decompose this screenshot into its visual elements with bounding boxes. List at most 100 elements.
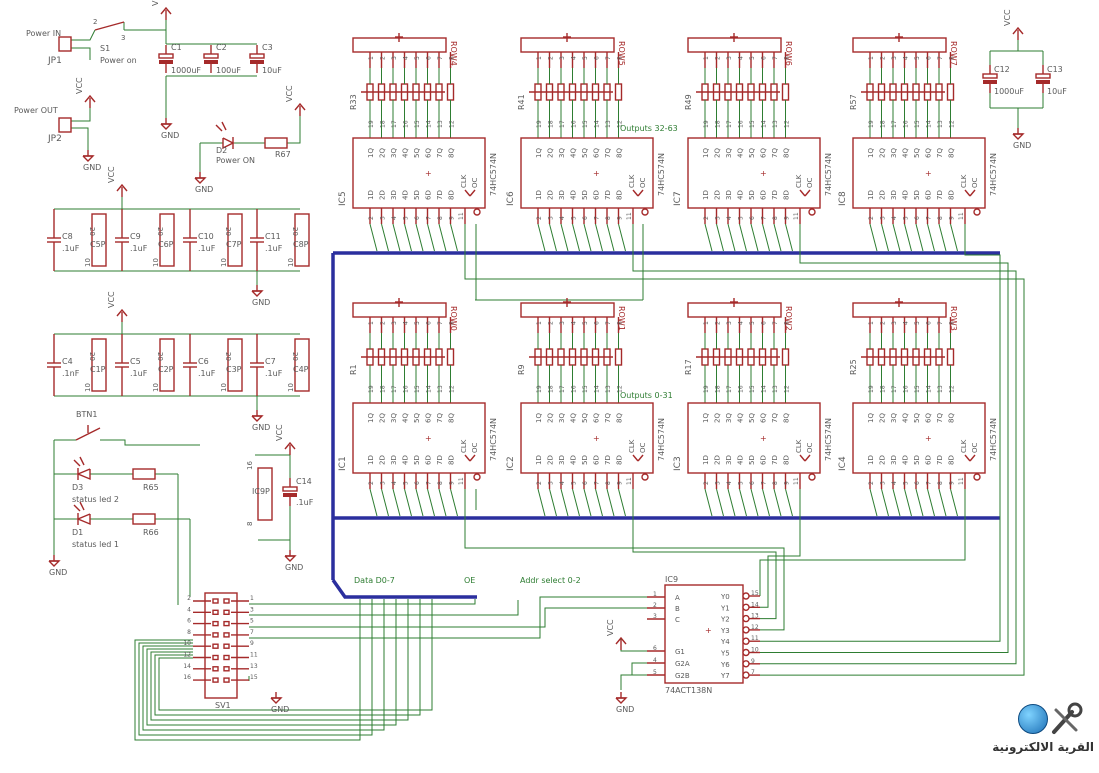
oc-inverter-bubble xyxy=(641,208,649,216)
bus-tap xyxy=(762,488,770,517)
row-label: ROW1 xyxy=(617,306,626,331)
header-pin-number: 4 xyxy=(403,321,410,325)
chip-d-label: 3D xyxy=(725,455,733,465)
decoup-gnd: GND xyxy=(252,298,270,307)
header-pin-number: 3 xyxy=(726,321,733,325)
decoup-vcc: VCC xyxy=(107,291,116,308)
chip-q-label: 3Q xyxy=(390,413,398,423)
ground-icon xyxy=(48,560,61,567)
decoder-output-label: Y4 xyxy=(720,638,730,646)
chip-q-label: 4Q xyxy=(902,148,910,158)
chip-origin-mark: + xyxy=(925,434,932,443)
header-pin-number: 8 xyxy=(617,56,624,60)
chip-d-label: 7D xyxy=(604,190,612,200)
header-pin-number: 4 xyxy=(403,56,410,60)
oc-inverter-bubble xyxy=(473,208,481,216)
data-line xyxy=(134,599,361,741)
enable-line xyxy=(464,224,1025,676)
chip-designator: IC2 xyxy=(506,456,516,471)
q-pin-number: 12 xyxy=(784,120,791,128)
sv1-pad xyxy=(223,632,230,638)
oc-label: OC xyxy=(471,442,479,453)
bus-tap xyxy=(583,488,592,517)
chip-power-label: C1P xyxy=(90,365,106,374)
power-out-gnd xyxy=(71,127,89,150)
chip-power-label: C7P xyxy=(226,240,242,249)
header-pin-number: 3 xyxy=(391,321,398,325)
chip-d-label: 5D xyxy=(748,455,756,465)
q-pin-number: 14 xyxy=(426,385,433,393)
bus-tap xyxy=(415,223,424,252)
bus-tap xyxy=(927,488,935,517)
chip-d-label: 4D xyxy=(570,455,578,465)
decoder-designator: IC9 xyxy=(665,575,678,584)
decoder-input-number: 6 xyxy=(653,645,657,652)
push-button-btn1 xyxy=(75,427,101,441)
q-pin-number: 19 xyxy=(536,120,543,128)
g1-wire xyxy=(620,638,647,652)
clk-pin-number: 11 xyxy=(458,477,465,485)
ground-icon xyxy=(1012,133,1025,140)
q-pin-number: 16 xyxy=(738,385,745,393)
cap-name: C3 xyxy=(262,43,273,52)
chip-q-label: 3Q xyxy=(725,148,733,158)
header-pin-number: 2 xyxy=(880,321,887,325)
header-pin-number: 4 xyxy=(903,321,910,325)
chip-d-label: 2D xyxy=(714,455,722,465)
sv1-right-number: 15 xyxy=(250,674,258,681)
chip-q-label: 1Q xyxy=(535,148,543,158)
q-pin-number: 15 xyxy=(582,385,589,393)
d-pin-number: 8 xyxy=(437,216,444,220)
q-pin-number: 17 xyxy=(726,120,733,128)
header-pin-number: 8 xyxy=(784,321,791,325)
clk-marker xyxy=(469,454,476,462)
q-pin-number: 19 xyxy=(868,385,875,393)
decoder-output-number: 9 xyxy=(751,658,755,665)
resistor-network-element xyxy=(614,83,623,101)
ground-icon xyxy=(82,155,95,162)
d-pin-number: 3 xyxy=(715,216,722,220)
power-pin-10: 10 xyxy=(84,383,92,392)
led-light-ray xyxy=(79,501,85,511)
logo-text: القرية الالكترونية xyxy=(992,740,1094,754)
d-pin-number: 9 xyxy=(949,216,956,220)
decoup-cap-name: C11 xyxy=(265,232,281,241)
jp1-label: JP1 xyxy=(47,56,62,66)
header-pin-number: 8 xyxy=(449,321,456,325)
oc-inverter-bubble xyxy=(973,473,981,481)
chip-d-label: 6D xyxy=(593,190,601,200)
clk-pin-number: 11 xyxy=(626,212,633,220)
address-select-label: Addr select 0-2 xyxy=(520,576,581,585)
chip-d-label: 7D xyxy=(436,190,444,200)
led-gnd-symbol: GND xyxy=(49,568,67,577)
decoder-output-bubble xyxy=(742,637,750,645)
power-in-label: Power IN xyxy=(26,29,61,38)
latch-chip-body xyxy=(852,402,986,474)
chip-q-label: 4Q xyxy=(402,413,410,423)
d-pin-number: 8 xyxy=(772,216,779,220)
c14-gnd: GND xyxy=(285,563,303,572)
chip-d-label: 6D xyxy=(425,455,433,465)
decoup-cap-value: .1uF xyxy=(198,244,216,253)
d-pin-number: 5 xyxy=(903,481,910,485)
chip-q-label: 7Q xyxy=(936,148,944,158)
resistor-network-label: R33 xyxy=(349,94,358,110)
chip-q-label: 1Q xyxy=(535,413,543,423)
clk-marker xyxy=(469,189,476,197)
vcc-arrow-icon xyxy=(1012,26,1024,35)
sv1-right-number: 9 xyxy=(250,640,254,647)
clk-marker xyxy=(964,189,971,197)
bulk-cap-name: C12 xyxy=(994,65,1010,74)
header-pin-number: 1 xyxy=(536,56,543,60)
chip-d-label: 6D xyxy=(760,190,768,200)
jp2-label: JP2 xyxy=(47,134,62,144)
d-pin-number: 5 xyxy=(571,481,578,485)
power-pin-10: 10 xyxy=(287,258,295,267)
chip-d-label: 4D xyxy=(902,190,910,200)
chip-d-label: 7D xyxy=(936,455,944,465)
chip-q-label: 7Q xyxy=(771,148,779,158)
chip-power-label: C6P xyxy=(158,240,174,249)
d-pin-number: 6 xyxy=(749,216,756,220)
q-pin-number: 13 xyxy=(605,385,612,393)
header-pin-number: 2 xyxy=(715,56,722,60)
